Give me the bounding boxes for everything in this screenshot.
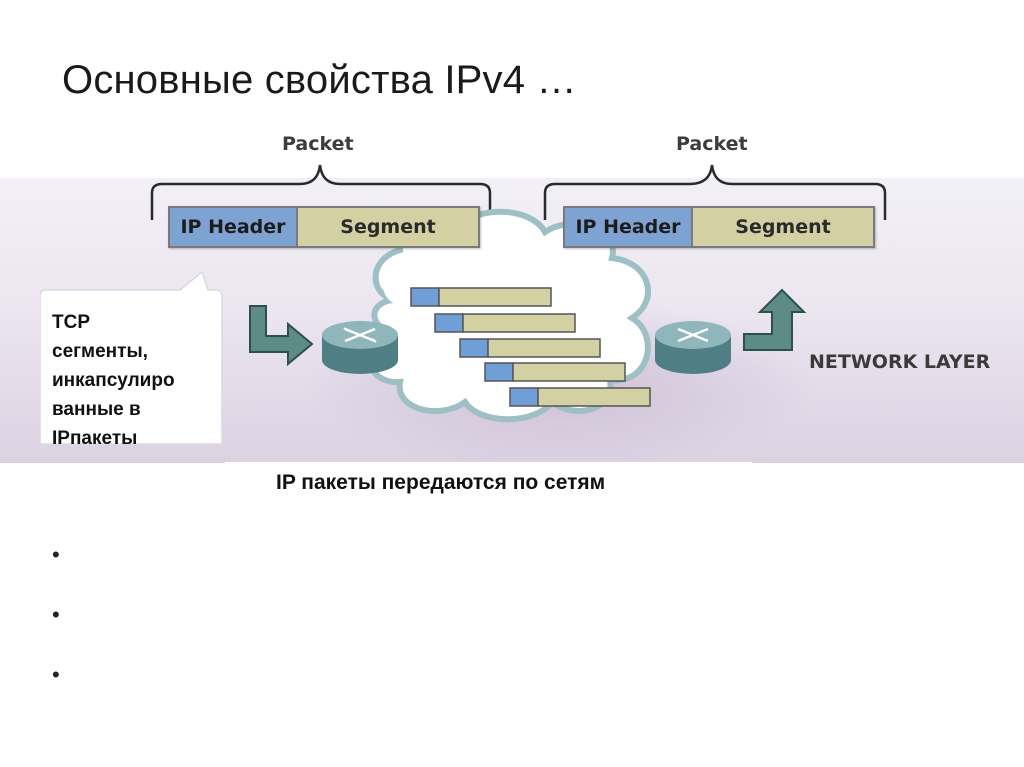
packet-right: IP Header Segment [563,206,875,248]
stream-packet-2 [434,313,576,333]
right-packet-brace [543,164,887,220]
bullet-3: • [52,662,60,687]
packet-label-right: Packet [676,133,748,155]
caption-background [225,462,752,506]
callout-bubble [40,270,223,445]
segment-cell: Segment [298,208,478,246]
stream-packet-4 [484,362,626,382]
network-layer-label: NETWORK LAYER [809,351,991,373]
left-router-icon [322,321,398,374]
segment-cell: Segment [693,208,873,246]
stream-packet-1 [410,287,552,307]
diagram-caption: IP пакеты передаются по сетям [276,471,606,494]
packet-left: IP Header Segment [168,206,480,248]
packet-stream [410,287,651,407]
ip-header-cell: IP Header [565,208,693,246]
up-arrow-icon [743,288,807,351]
stream-packet-5 [509,387,651,407]
ip-header-cell: IP Header [170,208,298,246]
callout-text: TCP сегменты, инкапсулиро ванные в IPпак… [52,312,175,449]
right-router-icon [655,321,731,374]
packet-label-left: Packet [282,133,354,155]
bullet-2: • [52,602,60,627]
down-right-arrow-icon [249,305,314,367]
slide-title: Основные свойства IPv4 … [62,58,577,102]
left-packet-brace [150,164,492,220]
bullet-1: • [52,542,60,567]
stream-packet-3 [459,338,601,358]
